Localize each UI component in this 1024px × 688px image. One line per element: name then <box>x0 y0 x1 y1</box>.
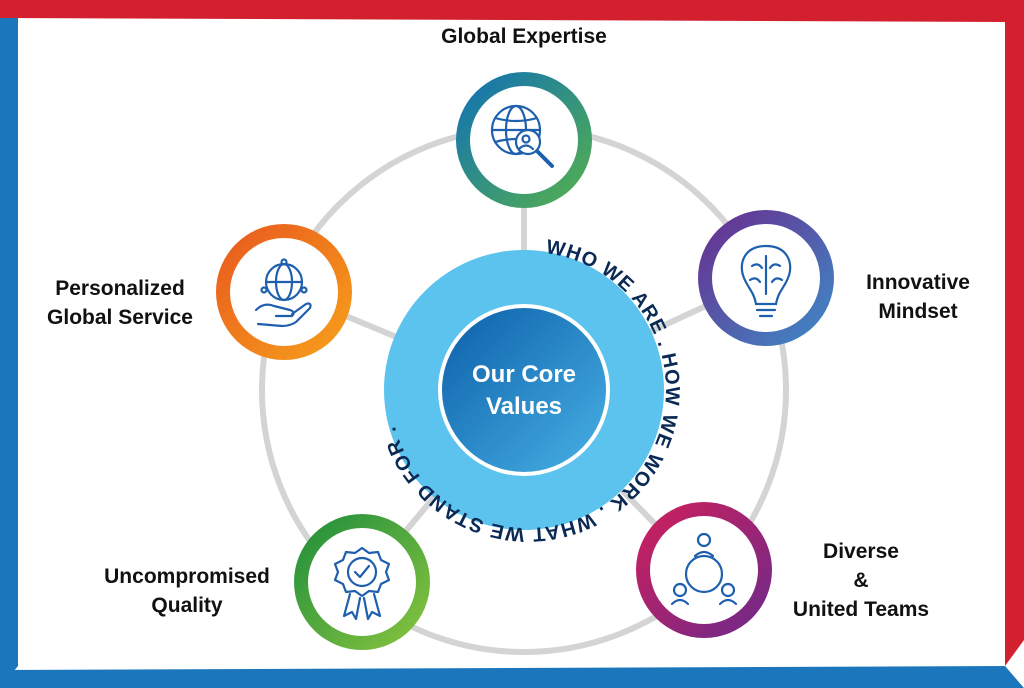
center-title-line1: Our Core <box>472 361 576 388</box>
frame-blue-bottom <box>0 666 1024 688</box>
label-global-expertise-line1: Global Expertise <box>441 25 607 48</box>
frame-red-right <box>1005 20 1024 666</box>
label-diverse-united-teams-line2: & <box>853 569 869 592</box>
center-title-line2: Values <box>486 393 562 420</box>
label-innovative-mindset: Innovative Mindset <box>848 268 988 326</box>
value-node-diverse-united-teams <box>636 502 772 638</box>
label-uncompromised-quality: Uncompromised Quality <box>82 562 292 620</box>
label-diverse-united-teams-line1: Diverse <box>823 540 899 563</box>
globe-in-hand-icon <box>254 258 312 328</box>
center-inner-circle <box>438 304 610 476</box>
quality-badge-icon <box>333 546 391 621</box>
label-global-expertise: Global Expertise <box>404 22 644 51</box>
label-innovative-mindset-line2: Mindset <box>878 300 958 323</box>
value-node-innovative-mindset <box>698 210 834 346</box>
globe-search-person-icon <box>490 104 554 168</box>
center-hub: WHO WE ARE . HOW WE WORK . WHAT WE STAND… <box>378 236 682 545</box>
label-personalized-global-service: Personalized Global Service <box>30 274 210 332</box>
value-node-global-expertise <box>456 72 592 208</box>
lightbulb-brain-icon <box>740 244 792 318</box>
label-personalized-global-service-line2: Global Service <box>47 306 193 329</box>
frame-blue-left <box>0 18 18 688</box>
label-uncompromised-quality-line1: Uncompromised <box>104 565 270 588</box>
label-diverse-united-teams-line3: United Teams <box>792 598 930 621</box>
team-circle-icon <box>670 532 738 606</box>
label-innovative-mindset-line1: Innovative <box>866 271 970 294</box>
label-personalized-global-service-line1: Personalized <box>55 277 185 300</box>
label-diverse-united-teams: Diverse & United Teams <box>776 537 946 624</box>
value-node-uncompromised-quality <box>294 514 430 650</box>
label-uncompromised-quality-line2: Quality <box>151 594 223 617</box>
value-node-personalized-global-service <box>216 224 352 360</box>
